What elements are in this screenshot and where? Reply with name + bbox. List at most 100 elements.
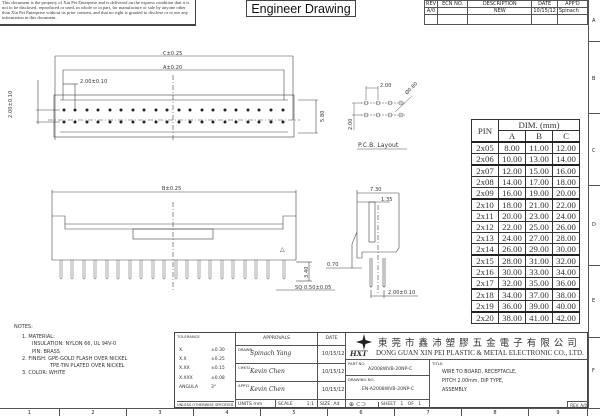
note-line: PIN: BRASS: [32, 348, 60, 355]
b-cell: 21.00: [525, 198, 553, 211]
pin-length-label: 3.40: [304, 266, 310, 278]
pcb-pitch-y-label: 2.00: [348, 118, 354, 130]
note-line: 1. MATERIAL:: [22, 334, 55, 341]
page-title: Engineer Drawing: [246, 0, 356, 17]
side-offset-label: 1.35: [381, 197, 393, 203]
right-zone-ruler: A B C D E F: [588, 0, 600, 408]
pin-cell: 2x09: [471, 187, 499, 200]
b-cell: 41.00: [525, 311, 553, 324]
drawn-label: DRAWN: [238, 347, 253, 352]
side-step-label: 0.70: [327, 262, 339, 268]
c-cell: 24.00: [552, 210, 580, 222]
drawing-no-label: DRAWING NO.: [348, 377, 375, 382]
approved-signature: Kevin Chen: [250, 386, 285, 393]
company-name-cn: 東 莞 市 鑫 沛 塑 膠 五 金 電 子 有 限 公 司: [378, 338, 578, 349]
tol-key: X.: [179, 348, 184, 353]
note-line: INSULATION: NYLON 66, UL 94V-0: [32, 341, 117, 348]
col-c-header: C: [552, 130, 580, 143]
dim-header: DIM. (mm): [498, 119, 580, 131]
zone-label: B: [592, 76, 596, 82]
b-cell: 27.00: [525, 232, 553, 244]
pin-cell: 2x16: [471, 266, 499, 278]
pin1-marker: △: [280, 246, 285, 253]
a-cell: 32.00: [498, 277, 526, 290]
tolerance-block: TOLERANCE X.±0.30 X.X±0.25 X.XX±0.15 X.X…: [175, 333, 236, 409]
zone-label: 7: [395, 409, 462, 416]
pin-cell: 2x07: [471, 164, 499, 177]
a-cell: 12.00: [498, 164, 526, 177]
side-width-label: 7.30: [370, 187, 382, 193]
c-cell: 16.00: [552, 164, 580, 177]
tol-key: X.XXX: [179, 375, 193, 381]
note-line: 3. COLOR: WHITE: [22, 370, 66, 377]
pin-cell: 2x14: [471, 243, 499, 256]
a-cell: 34.00: [498, 288, 526, 301]
row-pitch-label: 2.00±0.10: [8, 90, 14, 118]
pin-rows: [62, 108, 285, 124]
b-cell: 23.00: [525, 210, 553, 222]
approved-date-cell: 10/15/12': [318, 382, 346, 400]
a-cell: 14.00: [498, 176, 526, 188]
zone-a: A: [588, 0, 600, 42]
part-no-value: A2008WVB-20NP-C: [368, 367, 413, 372]
zone-label: 6: [328, 409, 395, 416]
sheet-value: SHEET 1 OF 1: [378, 402, 421, 407]
pin-cell: 2x17: [471, 277, 499, 290]
part-no-label: PART NO.: [348, 361, 366, 366]
zone-label: 2: [60, 409, 127, 416]
c-cell: 32.00: [552, 254, 580, 267]
title-cell: TITLE: WIRE TO BOARD, RECEPTACLE, PITCH …: [430, 360, 589, 409]
pin-square-label: SQ 0.50±0.05: [295, 285, 332, 291]
a-cell: 36.00: [498, 300, 526, 313]
zone-label: A: [592, 18, 596, 24]
title-line: PITCH 2.00mm, DIP TYPE,: [442, 379, 504, 384]
a-cell: 18.00: [498, 198, 526, 211]
note-line: TPE-TIN PLATED OVER NICKEL: [50, 363, 125, 370]
c-cell: 30.00: [552, 243, 580, 256]
title-block: TOLERANCE X.±0.30 X.X±0.25 X.XX±0.15 X.X…: [174, 332, 589, 409]
c-cell: 42.00: [552, 311, 580, 324]
approvals-header: APPROVALS: [236, 333, 318, 346]
pin-cell: 2x06: [471, 153, 499, 166]
pin-cell: 2x08: [471, 176, 499, 188]
zone-c: C: [588, 114, 600, 186]
tol-value: ±0.25: [211, 357, 225, 363]
tol-key: ANGULA: [179, 384, 198, 390]
pin-cell: 2x12: [471, 221, 499, 233]
size-value: SIZE: A4: [320, 402, 340, 407]
a-cell: 30.00: [498, 266, 526, 278]
pcb-pitch-x-label: 2.00: [380, 83, 392, 89]
confidentiality-notice: This document is the property of Xin Pei…: [0, 0, 196, 26]
a-cell: 20.00: [498, 210, 526, 222]
height-label: 5.80: [320, 110, 326, 122]
col-a-header: A: [498, 130, 526, 143]
a-cell: 38.00: [498, 311, 526, 324]
company-logo-icon: [356, 334, 372, 350]
zone-label: E: [592, 298, 596, 304]
b-cell: 35.00: [525, 277, 553, 290]
scale-value: 1:1: [306, 402, 314, 407]
approved-date: 10/15/12': [322, 387, 346, 393]
notes-section: NOTES: 1. MATERIAL: INSULATION: NYLON 66…: [14, 324, 174, 377]
a-cell: 26.00: [498, 243, 526, 256]
b-cell: 13.00: [525, 153, 553, 166]
c-cell: 38.00: [552, 288, 580, 301]
note-line: 2. FINISH: GPE-GOLD FLASH OVER NICKEL: [22, 355, 128, 362]
zone-label: D: [592, 222, 596, 228]
pcb-layout-label: P.C.B. Layout: [358, 142, 399, 149]
c-cell: 14.00: [552, 153, 580, 166]
col-b-header: B: [525, 130, 553, 143]
c-cell: 36.00: [552, 277, 580, 290]
drawn-date-cell: 10/15/12': [318, 346, 346, 364]
pin-cell: 2x20: [471, 311, 499, 324]
part-no-cell: PART NO.A2008WVB-20NP-C: [346, 360, 430, 376]
